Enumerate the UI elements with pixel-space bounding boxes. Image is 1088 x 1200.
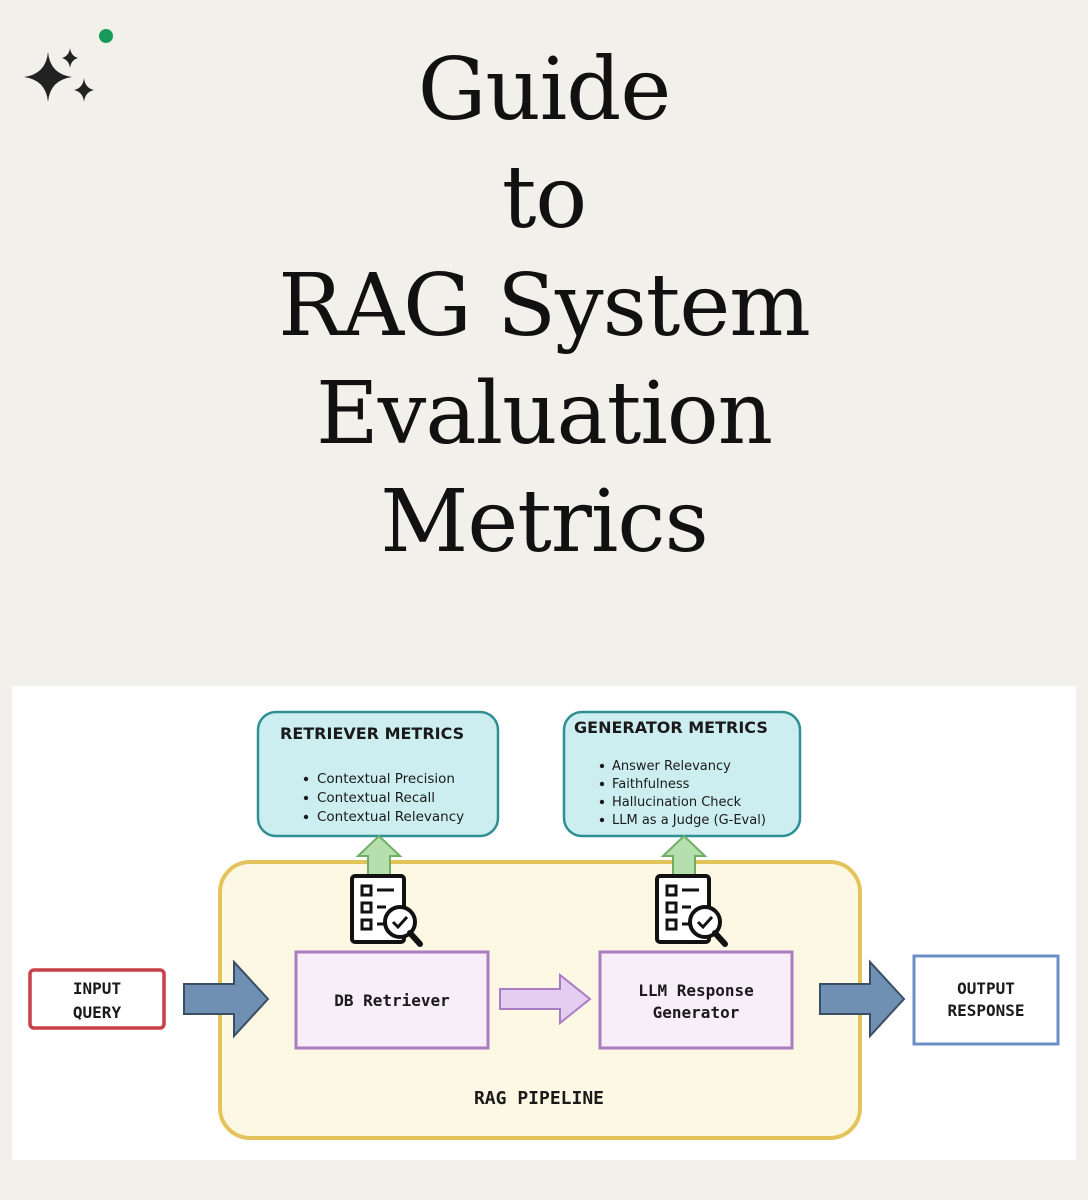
input-label-line1: INPUT bbox=[73, 979, 121, 998]
retriever-metric-item: Contextual Recall bbox=[317, 790, 435, 806]
generator-label-line2: Generator bbox=[653, 1003, 740, 1022]
title-line: Metrics bbox=[380, 472, 708, 572]
db-retriever-stage bbox=[294, 950, 490, 1050]
generator-metric-item: Hallucination Check bbox=[612, 795, 742, 810]
rag-diagram-panel: RETRIEVER METRICS Contextual Precision C… bbox=[12, 686, 1076, 1160]
rag-diagram: RETRIEVER METRICS Contextual Precision C… bbox=[28, 710, 1060, 1140]
title-line: RAG System bbox=[278, 256, 811, 356]
retriever-metric-item: Contextual Relevancy bbox=[317, 809, 464, 825]
title-line: Guide bbox=[417, 40, 672, 140]
llm-response-generator-stage bbox=[598, 950, 794, 1050]
input-query-box bbox=[28, 968, 166, 1030]
generator-metrics-heading: GENERATOR METRICS bbox=[574, 718, 768, 737]
page-title: Guide to RAG System Evaluation Metrics bbox=[0, 36, 1088, 576]
generator-label-line1: LLM Response bbox=[638, 981, 754, 1000]
sparkle-icon bbox=[22, 22, 122, 112]
generator-to-output-arrow bbox=[819, 959, 906, 1039]
generator-metric-item: LLM as a Judge (G-Eval) bbox=[612, 813, 766, 828]
db-retriever-label: DB Retriever bbox=[334, 991, 450, 1010]
generator-metric-item: Faithfulness bbox=[612, 777, 690, 792]
accent-dot bbox=[99, 29, 113, 43]
retriever-metric-item: Contextual Precision bbox=[317, 771, 455, 787]
output-label-line1: OUTPUT bbox=[957, 979, 1015, 998]
input-to-retriever-arrow bbox=[183, 959, 270, 1039]
retriever-to-generator-arrow bbox=[499, 972, 592, 1026]
title-line: Evaluation bbox=[315, 364, 773, 464]
output-response-box bbox=[912, 954, 1060, 1046]
retriever-metrics-heading: RETRIEVER METRICS bbox=[280, 724, 464, 743]
input-label-line2: QUERY bbox=[73, 1003, 122, 1022]
output-label-line2: RESPONSE bbox=[947, 1001, 1024, 1020]
generator-metrics-box bbox=[562, 710, 802, 838]
rag-pipeline-label: RAG PIPELINE bbox=[474, 1088, 604, 1109]
title-line: to bbox=[501, 148, 587, 248]
generator-metric-item: Answer Relevancy bbox=[612, 759, 731, 774]
